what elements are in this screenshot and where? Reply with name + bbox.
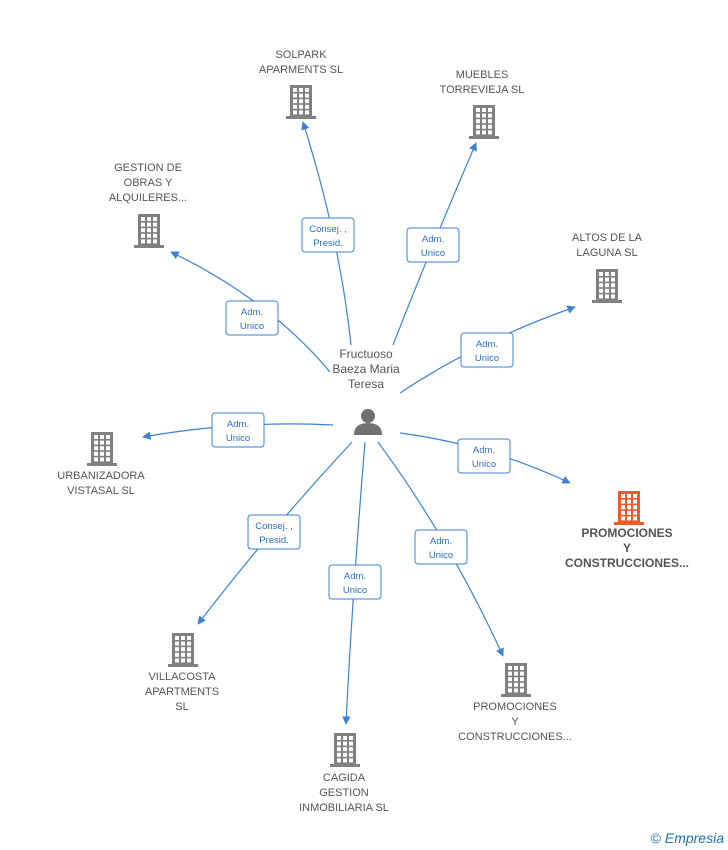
company-label: SOLPARK	[275, 49, 327, 61]
edge-solpark: Consej. , Presid.	[301, 121, 355, 346]
role-box-border	[460, 332, 514, 368]
role-label-text: Unico	[226, 433, 250, 444]
role-label-box[interactable]: Consej. , Presid.	[247, 514, 301, 550]
company-label: LAGUNA SL	[576, 247, 637, 259]
company-label: APARTMENTS	[145, 686, 219, 698]
edge-villacosta: Consej. , Presid.	[197, 441, 353, 625]
company-label: VILLACOSTA	[148, 671, 216, 683]
brand-name: Empresia	[664, 830, 724, 846]
company-label: CONSTRUCCIONES...	[458, 731, 572, 743]
person-name: Baeza Maria	[332, 362, 400, 376]
company-label: PROMOCIONES	[581, 526, 672, 540]
edge-muebles: Adm. Unico	[392, 142, 477, 346]
company-label: APARMENTS SL	[259, 64, 343, 76]
role-box-border	[328, 564, 382, 600]
role-label-text: Unico	[421, 248, 445, 259]
role-box-border	[225, 300, 279, 336]
company-label: CAGIDA	[323, 772, 366, 784]
role-label-box[interactable]: Adm. Unico	[211, 412, 265, 448]
role-label-box[interactable]: Adm. Unico	[225, 300, 279, 336]
role-box-border	[406, 227, 460, 263]
role-box-border	[414, 529, 468, 565]
role-box-border	[211, 412, 265, 448]
company-node-urbanizadora[interactable]: URBANIZADORA VISTASAL SL	[57, 432, 145, 497]
company-label: SL	[175, 701, 188, 713]
role-box-border	[301, 217, 355, 253]
building-icon	[134, 214, 164, 248]
edge-promociones-main: Adm. Unico	[399, 432, 571, 484]
building-icon	[168, 633, 198, 667]
building-icon	[592, 269, 622, 303]
role-label-text: Unico	[472, 459, 496, 470]
company-node-muebles[interactable]: MUEBLES TORREVIEJA SL	[440, 69, 525, 139]
role-label-text: Adm.	[241, 307, 263, 318]
company-label: GESTION	[319, 787, 369, 799]
role-label-text: Adm.	[344, 571, 366, 582]
edge-promociones-2: Adm. Unico	[377, 441, 504, 657]
company-label: ALTOS DE LA	[572, 232, 643, 244]
building-icon	[330, 733, 360, 767]
company-node-altos-laguna[interactable]: ALTOS DE LA LAGUNA SL	[572, 232, 643, 303]
edge-cagida: Adm. Unico	[328, 441, 382, 725]
company-node-promociones-2[interactable]: PROMOCIONES Y CONSTRUCCIONES...	[458, 663, 572, 743]
company-node-promociones-main[interactable]: PROMOCIONESYCONSTRUCCIONES...	[565, 491, 689, 570]
edge-gestion-obras: Adm. Unico	[170, 251, 331, 373]
building-icon	[469, 105, 499, 139]
role-label-text: Adm.	[476, 339, 498, 350]
role-label-text: Consej. ,	[309, 224, 347, 235]
company-label: GESTION DE	[114, 162, 182, 174]
company-node-solpark[interactable]: SOLPARK APARMENTS SL	[259, 49, 343, 119]
role-label-text: Adm.	[473, 445, 495, 456]
role-label-text: Consej. ,	[255, 521, 293, 532]
edge-urbanizadora: Adm. Unico	[142, 412, 334, 448]
role-box-border	[457, 438, 511, 474]
company-label: PROMOCIONES	[473, 701, 557, 713]
edge-altos-laguna: Adm. Unico	[399, 305, 576, 394]
copyright-notice: © Empresia	[651, 830, 724, 846]
building-icon	[286, 85, 316, 119]
company-label: INMOBILIARIA SL	[299, 802, 389, 814]
building-icon	[87, 432, 117, 466]
role-box-border	[247, 514, 301, 550]
company-label: VISTASAL SL	[67, 485, 135, 497]
person-name: Teresa	[348, 377, 384, 391]
role-label-text: Adm.	[430, 536, 452, 547]
role-label-text: Unico	[475, 353, 499, 364]
company-node-villacosta[interactable]: VILLACOSTA APARTMENTS SL	[145, 633, 219, 713]
role-label-box[interactable]: Adm. Unico	[460, 332, 514, 368]
company-label: MUEBLES	[456, 69, 509, 81]
company-label: Y	[623, 541, 631, 555]
building-icon	[614, 491, 644, 525]
role-label-text: Adm.	[422, 234, 444, 245]
building-icon	[501, 663, 531, 697]
company-label: OBRAS Y	[124, 177, 173, 189]
company-label: CONSTRUCCIONES...	[565, 556, 689, 570]
copyright-symbol: ©	[650, 830, 661, 846]
company-node-cagida[interactable]: CAGIDA GESTION INMOBILIARIA SL	[299, 733, 389, 814]
role-label-box[interactable]: Adm. Unico	[328, 564, 382, 600]
role-label-box[interactable]: Consej. , Presid.	[301, 217, 355, 253]
company-label: Y	[511, 716, 519, 728]
company-label: URBANIZADORA	[57, 470, 145, 482]
role-label-text: Presid.	[259, 535, 289, 546]
company-label: TORREVIEJA SL	[440, 84, 525, 96]
role-label-text: Adm.	[227, 419, 249, 430]
role-label-text: Unico	[343, 585, 367, 596]
role-label-box[interactable]: Adm. Unico	[457, 438, 511, 474]
person-icon	[354, 409, 382, 435]
role-label-text: Presid.	[313, 238, 343, 249]
role-label-box[interactable]: Adm. Unico	[406, 227, 460, 263]
company-node-gestion-obras[interactable]: GESTION DE OBRAS Y ALQUILERES...	[109, 162, 187, 248]
person-name: Fructuoso	[339, 347, 393, 361]
company-label: ALQUILERES...	[109, 192, 187, 204]
role-label-text: Unico	[429, 550, 453, 561]
role-label-box[interactable]: Adm. Unico	[414, 529, 468, 565]
role-label-text: Unico	[240, 321, 264, 332]
